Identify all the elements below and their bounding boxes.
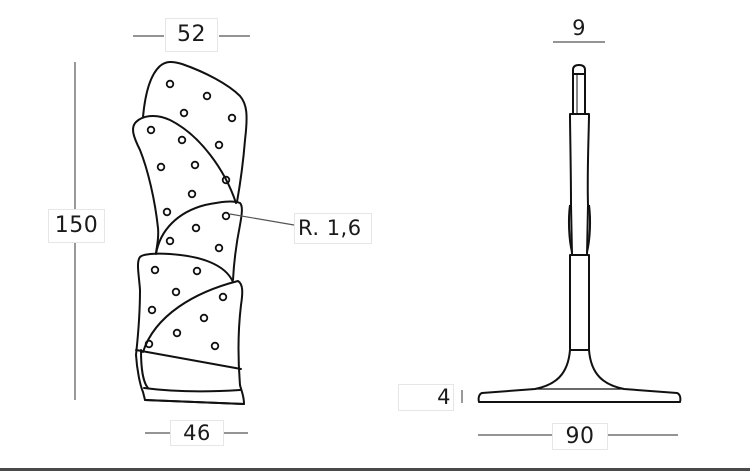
front-view: [132, 60, 248, 405]
base-seam-1: [135, 349, 242, 370]
second-panel: [132, 114, 237, 254]
flared-foot: [477, 349, 682, 403]
base-bottom: [144, 399, 245, 405]
holes: [144, 79, 237, 351]
upper-shaft: [569, 113, 590, 256]
front-top-width-label: 52: [165, 18, 218, 52]
clamp-left: [567, 204, 573, 253]
side-view: [477, 64, 682, 403]
fourth-panel: [135, 252, 234, 356]
lower-shaft: [569, 254, 590, 351]
front-dimensions: [74, 35, 295, 434]
side-top-width-label: 9: [565, 16, 593, 40]
third-panel: [155, 200, 243, 281]
fifth-panel: [142, 280, 244, 386]
side-dimensions: [461, 41, 678, 436]
radius-leader-line: [229, 213, 295, 226]
base-seam-2: [143, 387, 241, 393]
clamp-right: [586, 204, 592, 253]
front-bottom-width-label: 46: [170, 420, 224, 446]
side-base-thickness-label: 4: [398, 384, 454, 411]
inner-left-edge: [140, 349, 149, 389]
bottom-rule: [0, 468, 750, 471]
hole-radius-label: R. 1,6: [294, 213, 372, 244]
side-base-width-label: 90: [552, 423, 608, 450]
top-panel: [142, 60, 248, 203]
outer-left-edge: [135, 354, 245, 405]
top-cap: [572, 64, 586, 114]
front-height-label: 150: [48, 209, 105, 243]
